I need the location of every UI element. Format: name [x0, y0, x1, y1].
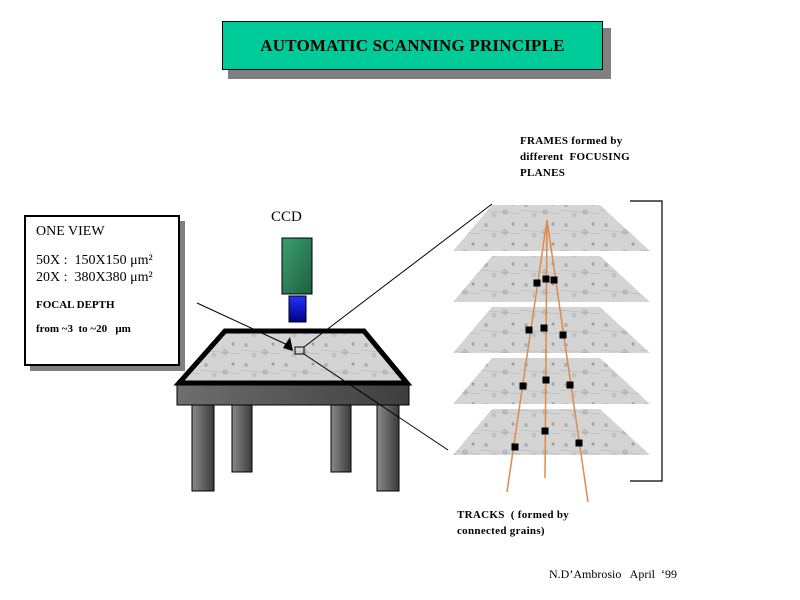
- mag-label: 50X :: [36, 253, 68, 268]
- tracks-label-line: connected grains): [457, 525, 545, 537]
- ccd-camera-icon: [281, 237, 313, 295]
- mag-label: 20X :: [36, 270, 68, 285]
- tracks: [506, 219, 589, 503]
- table-leg: [376, 403, 400, 492]
- arrow-head-icon: [283, 337, 293, 351]
- tracks-label-line: TRACKS ( formed by: [457, 509, 570, 521]
- author-credit: N.D’Ambrosio April ‘99: [549, 567, 677, 581]
- frames-stack: [453, 205, 650, 455]
- table-leg: [231, 403, 253, 473]
- grain-marker: [511, 443, 519, 451]
- mag-area: 150X150 μm²: [74, 253, 153, 268]
- mag-area: 380X380 μm²: [74, 270, 153, 285]
- info-heading: ONE VIEW: [36, 224, 105, 239]
- grain-marker: [566, 381, 574, 389]
- grain-marker: [519, 382, 527, 390]
- track-line: [544, 219, 548, 479]
- focal-plane-frame: [453, 205, 650, 251]
- ccd-label: CCD: [271, 209, 302, 225]
- frames-label-line: PLANES: [520, 167, 566, 179]
- emulsion-plate: [173, 328, 413, 386]
- magnification-20x: 20X : 380X380 μm²: [36, 269, 168, 286]
- grain-marker: [575, 439, 583, 447]
- track-line: [546, 219, 589, 503]
- grain-marker: [542, 376, 550, 384]
- ccd-lens-icon: [288, 295, 307, 323]
- table-leg: [330, 403, 352, 473]
- grain-marker: [525, 326, 533, 334]
- focal-depth-range: from ~3 to ~20 μm: [36, 323, 131, 335]
- frames-label-line: different FOCUSING: [520, 151, 630, 163]
- grain-marker: [533, 279, 541, 287]
- projection-line-top: [303, 203, 493, 348]
- tracks-label: TRACKS ( formed by connected grains): [457, 507, 569, 539]
- focal-plane-frame: [453, 307, 650, 353]
- grain-marker: [542, 275, 550, 283]
- view-field-marker: [294, 346, 305, 355]
- projection-line-bottom: [303, 353, 449, 451]
- magnification-50x: 50X : 150X150 μm²: [36, 252, 168, 269]
- table-edge: [176, 383, 410, 406]
- table-leg: [191, 403, 215, 492]
- frames-bracket: [630, 200, 663, 482]
- focal-plane-frame: [453, 358, 650, 404]
- focal-plane-frame: [453, 409, 650, 455]
- view-pointer-line: [196, 302, 293, 348]
- grain-marker: [559, 331, 567, 339]
- focal-depth-label: FOCAL DEPTH: [36, 299, 115, 311]
- one-view-info-box: ONE VIEW 50X : 150X150 μm² 20X : 380X380…: [24, 215, 180, 366]
- page-title: AUTOMATIC SCANNING PRINCIPLE: [222, 21, 603, 70]
- frames-label-line: FRAMES formed by: [520, 135, 623, 147]
- grain-marker: [540, 324, 548, 332]
- grain-marker: [550, 276, 558, 284]
- frames-label: FRAMES formed by different FOCUSING PLAN…: [520, 133, 630, 181]
- grain-marker: [541, 427, 549, 435]
